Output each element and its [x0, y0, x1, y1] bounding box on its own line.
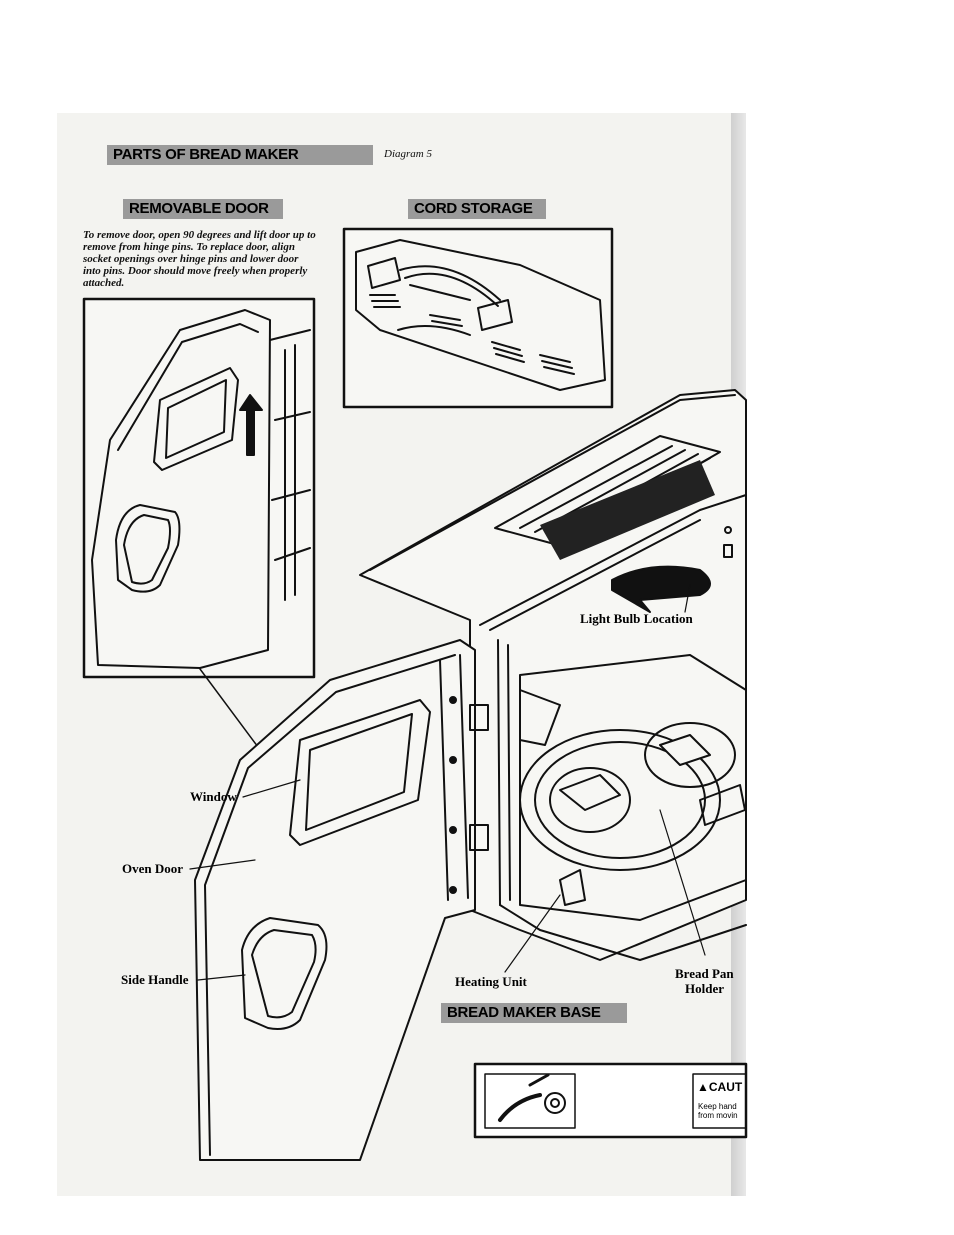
warning-triangle-icon: ▲ — [697, 1080, 709, 1094]
warning-heading: ▲CAUT — [697, 1080, 743, 1094]
cord-storage-box — [342, 227, 614, 409]
bread-pan-holder-label-1: Bread Pan — [675, 966, 734, 981]
title-banner: PARTS OF BREAD MAKER — [107, 145, 373, 165]
window-label: Window — [190, 789, 237, 804]
removable-door-box — [82, 297, 316, 679]
bread-maker-base-banner: BREAD MAKER BASE — [441, 1003, 627, 1023]
removable-door-banner: REMOVABLE DOOR — [123, 199, 283, 219]
warning-line-1: Keep hand — [698, 1102, 737, 1111]
warning-line-2: from movin — [698, 1111, 738, 1120]
door-instructions: To remove door, open 90 degrees and lift… — [83, 229, 316, 289]
light-bulb-label: Light Bulb Location — [580, 611, 693, 626]
side-handle-label: Side Handle — [121, 972, 189, 987]
warning-box — [473, 1062, 748, 1139]
heating-unit-label: Heating Unit — [455, 974, 527, 989]
bread-pan-holder-label-2: Holder — [685, 981, 724, 996]
cord-storage-banner: CORD STORAGE — [408, 199, 546, 219]
oven-door-label: Oven Door — [122, 861, 184, 876]
diagram-label: Diagram 5 — [384, 148, 432, 160]
